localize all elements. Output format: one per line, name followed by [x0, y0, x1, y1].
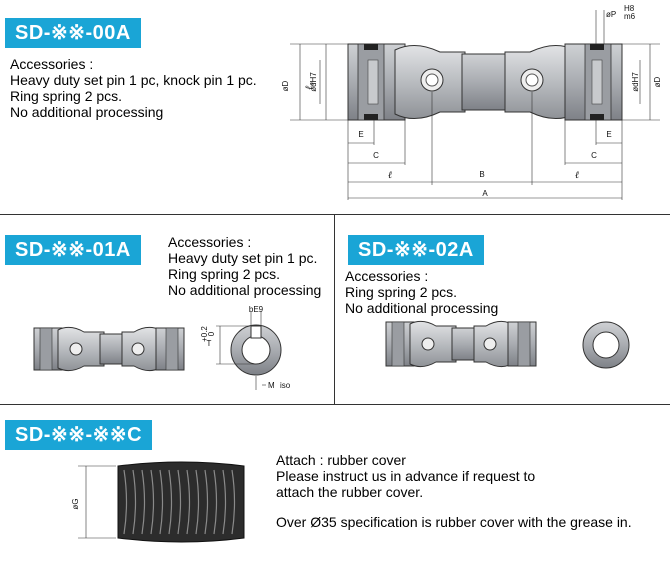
s01a-line-2: Ring spring 2 pcs.	[168, 266, 281, 282]
s02a-accessories-title: Accessories :	[345, 268, 429, 284]
s01a-accessories-title: Accessories :	[168, 234, 252, 250]
rubber-cover-rib	[213, 469, 218, 535]
dim-phiG: øG	[71, 498, 80, 509]
sc-attach: Attach : rubber cover	[276, 452, 406, 468]
dim-B: B	[479, 170, 484, 179]
rubber-cover-rib	[150, 469, 155, 535]
rubber-cover-rib	[231, 469, 236, 535]
rubber-cover-rib	[132, 469, 137, 535]
dim-phiP: øP	[606, 10, 616, 19]
dim-ell-left: ℓ	[388, 170, 392, 181]
section-00a-badge: SD-※※-00A	[5, 18, 141, 48]
divider-top	[0, 214, 670, 215]
dim-tol-plus: +0.2	[200, 326, 209, 342]
rubber-cover-rib	[186, 469, 191, 535]
drawing-02a	[385, 320, 630, 369]
dim-phidH7-left: ødH7	[309, 72, 318, 92]
sc-note-3: Over Ø35 specification is rubber cover w…	[276, 514, 632, 530]
rubber-cover-rib	[204, 469, 209, 535]
s00a-line-1: Heavy duty set pin 1 pc, knock pin 1 pc.	[10, 72, 257, 88]
sc-note-2: attach the rubber cover.	[276, 484, 424, 500]
section-01a-badge: SD-※※-01A	[5, 235, 141, 265]
dim-m6: m6	[624, 12, 636, 21]
dim-C-left: C	[373, 151, 379, 160]
dim-T: T	[207, 339, 212, 348]
dim-tol-zero: 0	[207, 331, 216, 336]
drawing-00a: øD ℓ₀ ødH7 ødH7 øD øP H8 m6 E E C C ℓ B …	[281, 4, 662, 200]
dim-phiD-right: øD	[653, 76, 662, 87]
s01a-line-3: No additional processing	[168, 282, 322, 298]
dim-phidH7-right: ødH7	[631, 72, 640, 92]
rubber-cover-rib	[195, 469, 200, 535]
rubber-cover-rib	[177, 469, 182, 535]
s00a-line-2: Ring spring 2 pcs.	[10, 88, 123, 104]
sc-note-1: Please instruct us in advance if request…	[276, 468, 536, 484]
dim-C-right: C	[591, 151, 597, 160]
rubber-cover-ribs	[123, 469, 236, 535]
s00a-line-3: No additional processing	[10, 104, 164, 120]
dim-M: M	[268, 381, 275, 390]
divider-middle	[334, 214, 335, 404]
rubber-cover-rib	[123, 469, 128, 535]
dim-E-right: E	[606, 130, 611, 139]
drawing-rubber-cover: øG	[71, 461, 245, 543]
dim-ell-right: ℓ	[575, 170, 579, 181]
dim-iso: iso	[280, 381, 291, 390]
s00a-accessories-title: Accessories :	[10, 56, 94, 72]
drawing-01a: bE9 T +0.2 0 M iso	[33, 305, 291, 390]
dim-H8: H8	[624, 4, 635, 13]
divider-bottom	[0, 404, 670, 405]
rubber-cover-rib	[168, 469, 173, 535]
dim-A: A	[482, 189, 488, 198]
s02a-line-2: No additional processing	[345, 300, 499, 316]
rubber-cover-rib	[222, 469, 227, 535]
s01a-line-1: Heavy duty set pin 1 pc.	[168, 250, 318, 266]
dim-E-left: E	[358, 130, 363, 139]
rubber-cover-rib	[141, 469, 146, 535]
section-02a-badge: SD-※※-02A	[348, 235, 484, 265]
s02a-line-1: Ring spring 2 pcs.	[345, 284, 458, 300]
rubber-cover-rib	[159, 469, 164, 535]
section-c-badge: SD-※※-※※C	[5, 420, 153, 450]
dim-phiD-left: øD	[281, 80, 290, 91]
dim-bE9: bE9	[249, 305, 264, 314]
dim-l0: ℓ₀	[304, 82, 315, 90]
